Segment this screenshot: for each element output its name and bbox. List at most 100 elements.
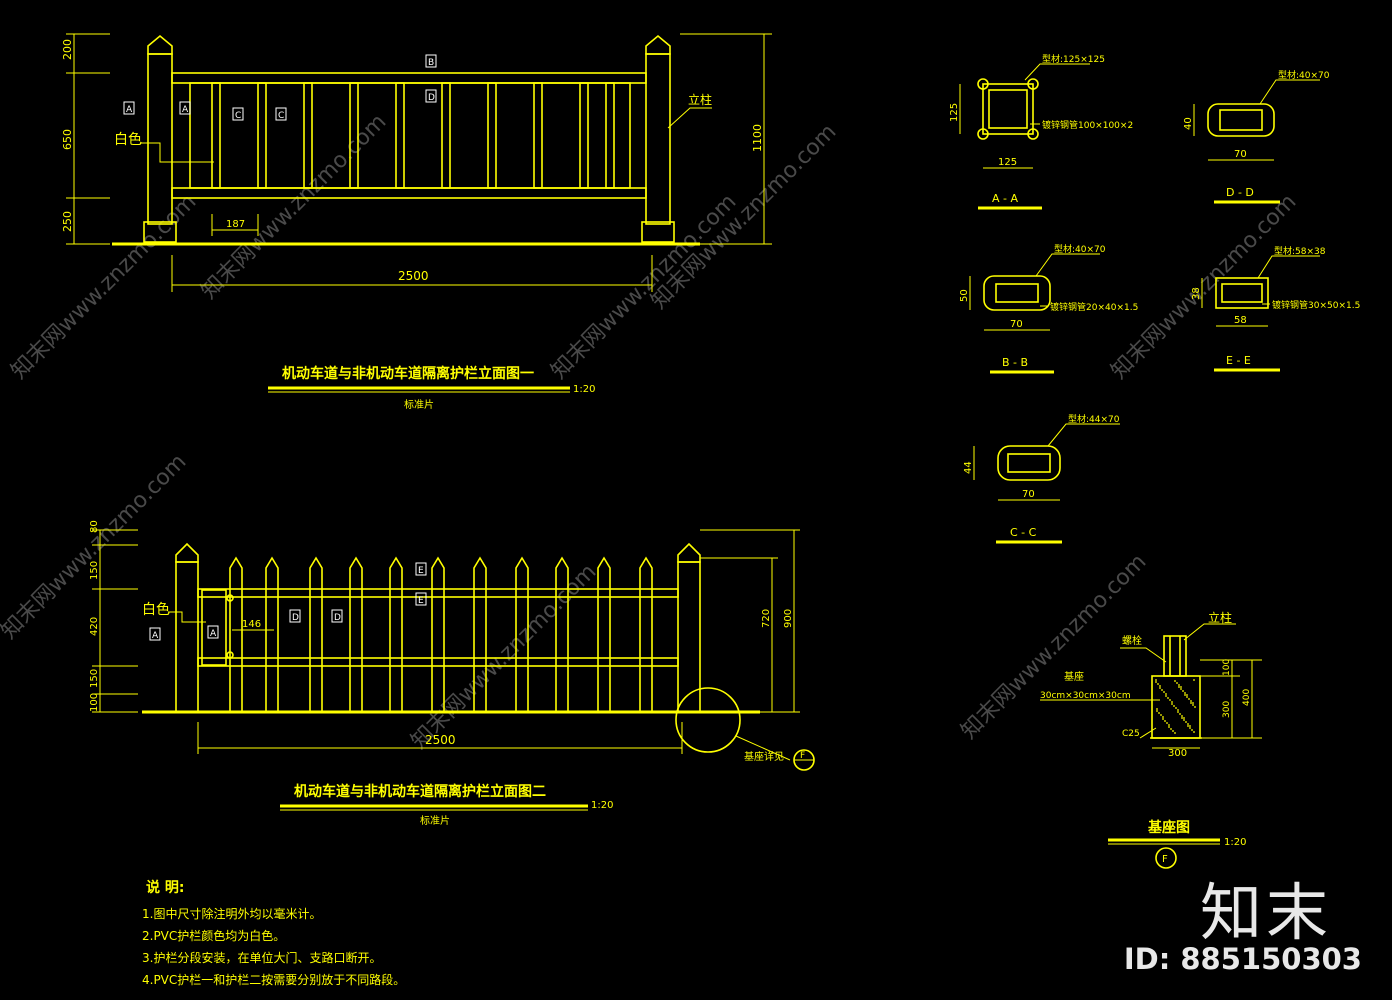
elevation-2-subtitle: 标准片 xyxy=(420,814,450,827)
watermark-tile: 知末网www.znzmo.com xyxy=(547,189,742,384)
dim-mid: 650 xyxy=(61,129,74,150)
hatch-dot xyxy=(1186,694,1188,696)
dd-dim: 40 xyxy=(1183,117,1194,130)
base-detail: 立柱 螺栓 基座 30cm×30cm×30cm C25 300 100 300 … xyxy=(1040,610,1262,869)
left-post xyxy=(143,34,177,243)
mark-a2: A xyxy=(152,631,159,641)
ee-note1: 型材:58×38 xyxy=(1274,245,1326,257)
hatch-dot xyxy=(1161,689,1163,691)
bb-dim: 50 xyxy=(959,289,970,302)
dd-note1: 型材:40×70 xyxy=(1278,69,1330,81)
top-rail xyxy=(171,72,647,84)
picket xyxy=(597,556,611,713)
elevation-1: B D A A C C 白色 立柱 200 650 250 1100 187 xyxy=(61,33,772,411)
hatch-dot xyxy=(1159,685,1161,687)
hatch-dot xyxy=(1184,692,1186,694)
hatch-dot xyxy=(1173,705,1175,707)
note-item-4: 4.PVC护栏一和护栏二按需要分别放于不同路段。 xyxy=(142,972,405,987)
aa-note1: 型材:125×125 xyxy=(1042,53,1105,65)
label-white-2: 白色 xyxy=(142,601,170,618)
hatch-dot xyxy=(1162,718,1164,720)
base-label-base: 基座 xyxy=(1064,670,1084,683)
cc-dim: 44 xyxy=(963,461,974,474)
note-item-1: 1.图中尺寸除注明外均以毫米计。 xyxy=(142,906,321,921)
hatch-dot xyxy=(1179,713,1181,715)
hatch-dot xyxy=(1188,698,1190,700)
aa-note2: 镀锌钢管100×100×2 xyxy=(1042,119,1133,131)
hatch-dot xyxy=(1164,720,1166,722)
watermark-tile: 知末网www.znzmo.com xyxy=(647,119,842,314)
bottom-rail xyxy=(171,187,647,199)
ee-dim-w: 58 xyxy=(1234,315,1247,326)
dim-900: 900 xyxy=(783,609,794,628)
hatch-dot xyxy=(1174,680,1176,682)
picket xyxy=(555,556,569,713)
notes: 说 明: 1.图中尺寸除注明外均以毫米计。 2.PVC护栏颜色均为白色。 3.护… xyxy=(142,879,405,987)
base-dim-300: 300 xyxy=(1222,701,1232,718)
base-dim-w: 300 xyxy=(1168,748,1187,759)
rail-upper xyxy=(197,588,679,598)
section-aa: 125 125 型材:125×125 镀锌钢管100×100×2 A - A xyxy=(949,53,1133,210)
mark-a-left: A xyxy=(126,105,133,115)
picket xyxy=(639,556,653,713)
hatch-dot xyxy=(1183,717,1185,719)
label-post: 立柱 xyxy=(688,92,712,107)
hatch-dot xyxy=(1181,715,1183,717)
dim-width-2: 2500 xyxy=(425,733,456,747)
hatch-dot xyxy=(1174,732,1176,734)
hatch-dot xyxy=(1170,728,1172,730)
ee-note2: 镀锌钢管30×50×1.5 xyxy=(1272,299,1360,311)
pickets-2 xyxy=(229,556,653,713)
hatch-dot xyxy=(1194,706,1196,708)
hatch-dot xyxy=(1191,729,1193,731)
picket xyxy=(515,556,529,713)
mark-e2-top: E xyxy=(418,566,424,576)
mark-b-top: B xyxy=(428,58,434,68)
left-post-2 xyxy=(175,542,199,713)
hatch-dot xyxy=(1156,710,1158,712)
hatch-dot xyxy=(1190,700,1192,702)
hatch-dot xyxy=(1181,717,1183,719)
dim-left-420: 420 xyxy=(89,617,100,636)
hatch-dot xyxy=(1176,682,1178,684)
hatch-dot xyxy=(1171,703,1173,705)
hatch-dot xyxy=(1180,688,1182,690)
aa-dim: 125 xyxy=(949,103,960,122)
base-label-post: 立柱 xyxy=(1208,610,1232,625)
dim-left-150b: 150 xyxy=(89,669,100,688)
hatch-dot xyxy=(1160,714,1162,716)
watermark-id: ID: 885150303 xyxy=(1123,942,1362,976)
dim-width: 2500 xyxy=(398,269,429,283)
hatch-dot xyxy=(1183,719,1185,721)
hatch-dot xyxy=(1178,686,1180,688)
hatch-dot xyxy=(1193,731,1195,733)
hatch-dot xyxy=(1157,683,1159,685)
note-item-3: 3.护栏分段安装，在单位大门、支路口断开。 xyxy=(142,950,381,965)
hatch-dot xyxy=(1177,711,1179,713)
hatch-dot xyxy=(1172,730,1174,732)
hatch-dot xyxy=(1168,726,1170,728)
bb-title: B - B xyxy=(1002,356,1028,369)
mark-a2-inner: A xyxy=(210,629,217,639)
hatch-dot xyxy=(1192,702,1194,704)
base-label-bolt: 螺栓 xyxy=(1122,634,1142,647)
ee-dim: 38 xyxy=(1191,287,1202,300)
cc-title: C - C xyxy=(1010,526,1037,539)
dim-left-80: 80 xyxy=(89,520,100,533)
section-bb: 50 70 型材:40×70 镀锌钢管20×40×1.5 B - B xyxy=(959,243,1138,374)
watermark-tile: 知末网www.znzmo.com xyxy=(197,109,392,304)
hatch-dot xyxy=(1189,725,1191,727)
dim-spacing-2: 146 xyxy=(242,619,261,630)
dim-top: 200 xyxy=(61,39,74,60)
picket xyxy=(473,556,487,713)
mark-c-right: C xyxy=(278,111,284,121)
mark-c-left: C xyxy=(235,111,241,121)
hatch-dot xyxy=(1171,701,1173,703)
hatch-dot xyxy=(1192,704,1194,706)
dim-left-150a: 150 xyxy=(89,561,100,580)
watermark-tile: 知末网www.znzmo.com xyxy=(1107,189,1302,384)
elevation-1-title: 机动车道与非机动车道隔离护栏立面图一 xyxy=(282,365,534,382)
dim-720: 720 xyxy=(761,609,772,628)
hatch-dot xyxy=(1159,687,1161,689)
